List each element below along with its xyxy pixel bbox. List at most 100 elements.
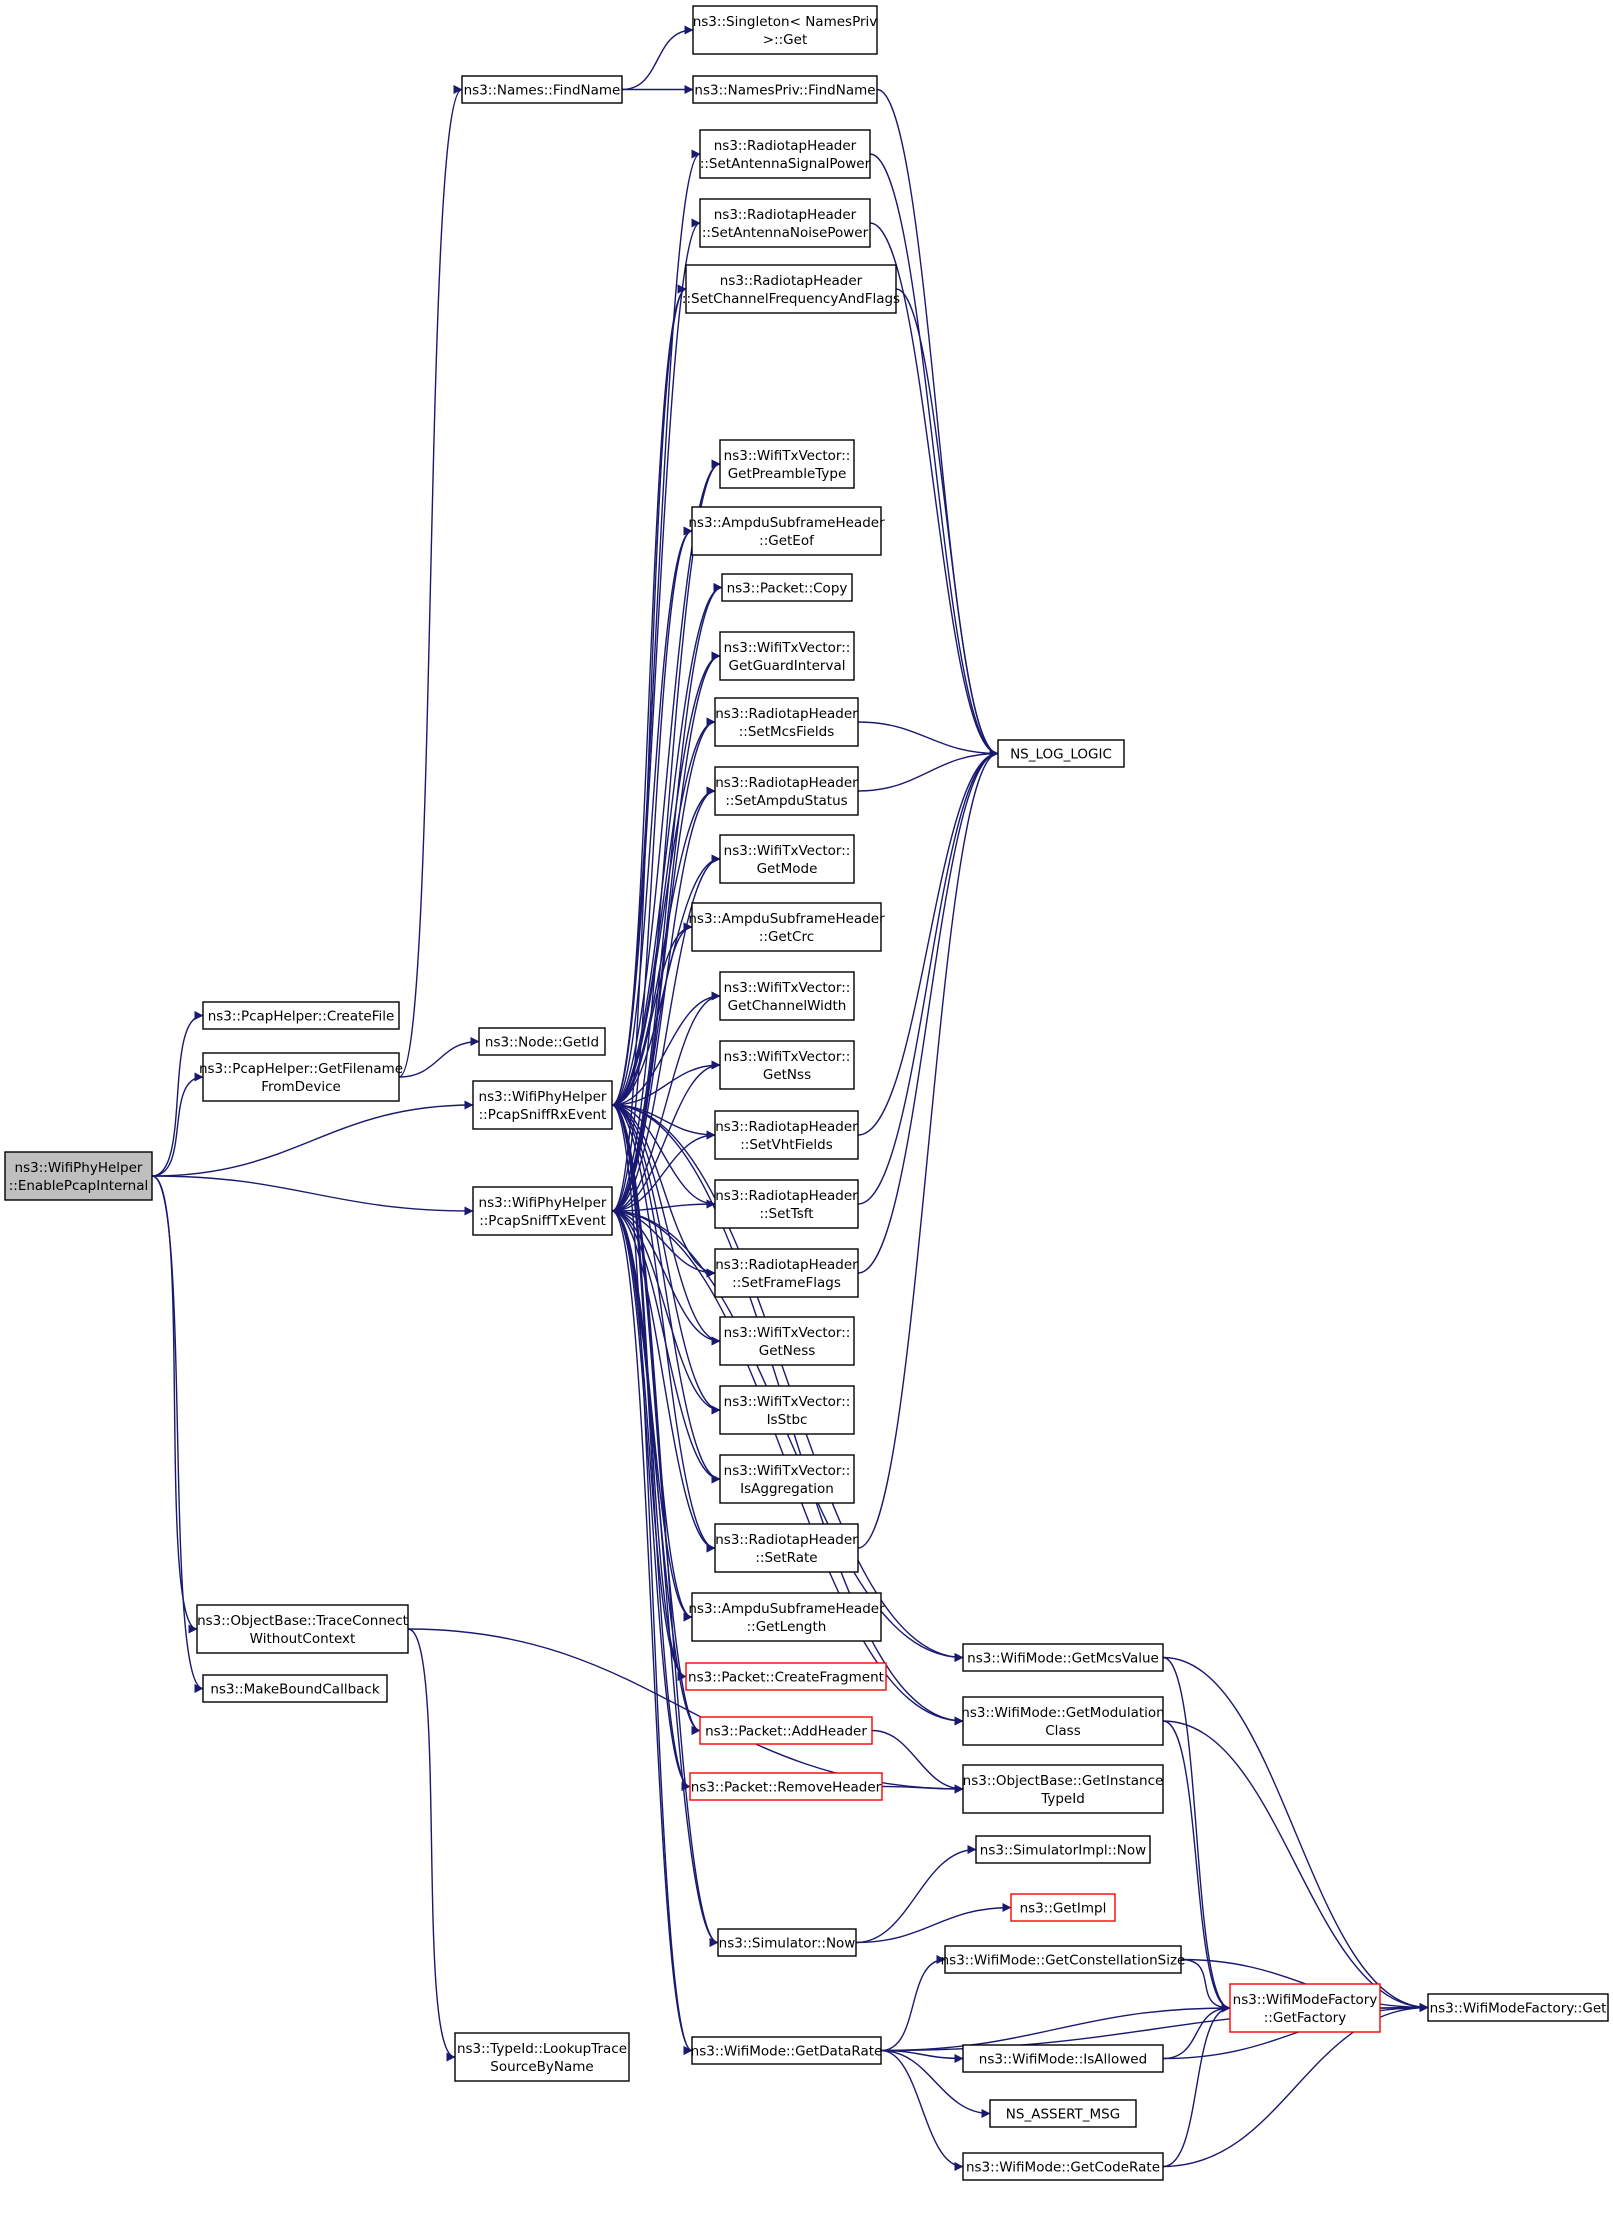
node-box-getcrc[interactable] (691, 902, 882, 952)
node-box-namesfind[interactable] (461, 75, 623, 104)
node-getchw[interactable]: ns3::WifiTxVector::GetChannelWidth (719, 971, 855, 1021)
node-box-getchw[interactable] (719, 971, 855, 1021)
node-getconst[interactable]: ns3::WifiMode::GetConstellationSize (941, 1945, 1186, 1974)
node-removeheader[interactable]: ns3::Packet::RemoveHeader (689, 1772, 883, 1801)
node-box-getmodclass[interactable] (962, 1696, 1164, 1746)
node-simnow[interactable]: ns3::Simulator::Now (717, 1928, 857, 1957)
node-setnoise[interactable]: ns3::RadiotapHeader::SetAntennaNoisePowe… (699, 198, 871, 248)
node-box-removeheader[interactable] (689, 1772, 883, 1801)
node-getlength[interactable]: ns3::AmpduSubframeHeader::GetLength (688, 1592, 885, 1642)
node-box-getness[interactable] (719, 1316, 855, 1366)
node-root[interactable]: ns3::WifiPhyHelper::EnablePcapInternal (4, 1151, 153, 1201)
node-box-addheader[interactable] (699, 1716, 873, 1745)
node-box-nodegetid[interactable] (478, 1027, 606, 1056)
node-getmode[interactable]: ns3::WifiTxVector::GetMode (719, 834, 855, 884)
node-box-nslog[interactable] (997, 739, 1125, 768)
node-box-setampdu[interactable] (714, 766, 859, 816)
node-box-createfrag[interactable] (685, 1662, 887, 1691)
node-box-getpreamble[interactable] (719, 439, 855, 489)
node-nslog[interactable]: NS_LOG_LOGIC (997, 739, 1125, 768)
node-box-root[interactable] (4, 1151, 153, 1201)
node-box-isallowed[interactable] (962, 2044, 1164, 2073)
node-box-isagg[interactable] (719, 1454, 855, 1504)
node-getdatarate[interactable]: ns3::WifiMode::GetDataRate (691, 2036, 883, 2065)
node-isallowed[interactable]: ns3::WifiMode::IsAllowed (962, 2044, 1164, 2073)
node-createfile[interactable]: ns3::PcapHelper::CreateFile (202, 1001, 400, 1030)
node-getcoderate[interactable]: ns3::WifiMode::GetCodeRate (962, 2152, 1164, 2181)
node-setmcs[interactable]: ns3::RadiotapHeader::SetMcsFields (714, 697, 859, 747)
node-factoryget[interactable]: ns3::WifiModeFactory::Get (1427, 1993, 1609, 2022)
node-box-setsig[interactable] (699, 129, 871, 179)
node-box-getguard[interactable] (719, 631, 855, 681)
node-setrate[interactable]: ns3::RadiotapHeader::SetRate (714, 1523, 859, 1573)
node-box-namespriv[interactable] (692, 75, 878, 104)
node-box-geteof[interactable] (691, 506, 882, 556)
node-box-getconst[interactable] (944, 1945, 1182, 1974)
node-namesfind[interactable]: ns3::Names::FindName (461, 75, 623, 104)
node-createfrag[interactable]: ns3::Packet::CreateFragment (685, 1662, 887, 1691)
node-nodegetid[interactable]: ns3::Node::GetId (478, 1027, 606, 1056)
node-getnss[interactable]: ns3::WifiTxVector::GetNss (719, 1040, 855, 1090)
node-box-factory[interactable] (1229, 1983, 1381, 2033)
node-box-singleton[interactable] (692, 5, 878, 55)
node-pktcopy[interactable]: ns3::Packet::Copy (721, 573, 853, 602)
node-simimplnow[interactable]: ns3::SimulatorImpl::Now (975, 1835, 1151, 1864)
node-setvht[interactable]: ns3::RadiotapHeader::SetVhtFields (714, 1110, 859, 1160)
node-box-setframe[interactable] (714, 1248, 859, 1298)
node-makebound[interactable]: ns3::MakeBoundCallback (202, 1674, 388, 1703)
node-box-getlength[interactable] (691, 1592, 882, 1642)
node-box-getnss[interactable] (719, 1040, 855, 1090)
node-box-txevent[interactable] (472, 1186, 613, 1236)
node-getness[interactable]: ns3::WifiTxVector::GetNess (719, 1316, 855, 1366)
node-isstbc[interactable]: ns3::WifiTxVector::IsStbc (719, 1385, 855, 1435)
node-setchan[interactable]: ns3::RadiotapHeader::SetChannelFrequency… (682, 264, 900, 314)
node-box-createfile[interactable] (202, 1001, 400, 1030)
node-box-rxevent[interactable] (472, 1080, 613, 1130)
node-box-makebound[interactable] (202, 1674, 388, 1703)
node-box-setrate[interactable] (714, 1523, 859, 1573)
node-box-setnoise[interactable] (699, 198, 871, 248)
node-box-nsassert[interactable] (989, 2099, 1137, 2128)
node-addheader[interactable]: ns3::Packet::AddHeader (699, 1716, 873, 1745)
node-geteof[interactable]: ns3::AmpduSubframeHeader::GetEof (688, 506, 885, 556)
node-setframe[interactable]: ns3::RadiotapHeader::SetFrameFlags (714, 1248, 859, 1298)
node-setsig[interactable]: ns3::RadiotapHeader::SetAntennaSignalPow… (699, 129, 871, 179)
node-singleton[interactable]: ns3::Singleton< NamesPriv>::Get (692, 5, 878, 55)
node-box-pktcopy[interactable] (721, 573, 853, 602)
node-box-factoryget[interactable] (1427, 1993, 1609, 2022)
node-getimpl[interactable]: ns3::GetImpl (1010, 1893, 1116, 1922)
node-box-settsft[interactable] (714, 1179, 859, 1229)
node-box-setmcs[interactable] (714, 697, 859, 747)
node-factory[interactable]: ns3::WifiModeFactory::GetFactory (1229, 1983, 1381, 2033)
node-box-getmode[interactable] (719, 834, 855, 884)
node-rxevent[interactable]: ns3::WifiPhyHelper::PcapSniffRxEvent (472, 1080, 613, 1130)
node-setampdu[interactable]: ns3::RadiotapHeader::SetAmpduStatus (714, 766, 859, 816)
node-box-getmcsval[interactable] (962, 1643, 1164, 1672)
node-box-simnow[interactable] (717, 1928, 857, 1957)
node-getcrc[interactable]: ns3::AmpduSubframeHeader::GetCrc (688, 902, 885, 952)
node-box-simimplnow[interactable] (975, 1835, 1151, 1864)
node-isagg[interactable]: ns3::WifiTxVector::IsAggregation (719, 1454, 855, 1504)
node-box-isstbc[interactable] (719, 1385, 855, 1435)
node-getguard[interactable]: ns3::WifiTxVector::GetGuardInterval (719, 631, 855, 681)
node-getmcsval[interactable]: ns3::WifiMode::GetMcsValue (962, 1643, 1164, 1672)
node-settsft[interactable]: ns3::RadiotapHeader::SetTsft (714, 1179, 859, 1229)
node-box-getinst[interactable] (962, 1764, 1164, 1814)
node-getpreamble[interactable]: ns3::WifiTxVector::GetPreambleType (719, 439, 855, 489)
node-box-setchan[interactable] (685, 264, 897, 314)
node-box-setvht[interactable] (714, 1110, 859, 1160)
node-txevent[interactable]: ns3::WifiPhyHelper::PcapSniffTxEvent (472, 1186, 613, 1236)
node-box-getimpl[interactable] (1010, 1893, 1116, 1922)
node-box-getdatarate[interactable] (691, 2036, 882, 2065)
node-namespriv[interactable]: ns3::NamesPriv::FindName (692, 75, 878, 104)
node-tracecon[interactable]: ns3::ObjectBase::TraceConnectWithoutCont… (196, 1604, 409, 1654)
node-box-lookup[interactable] (454, 2032, 630, 2082)
node-box-tracecon[interactable] (196, 1604, 409, 1654)
node-box-getcoderate[interactable] (962, 2152, 1164, 2181)
node-nsassert[interactable]: NS_ASSERT_MSG (989, 2099, 1137, 2128)
node-box-getfilename[interactable] (202, 1052, 400, 1102)
